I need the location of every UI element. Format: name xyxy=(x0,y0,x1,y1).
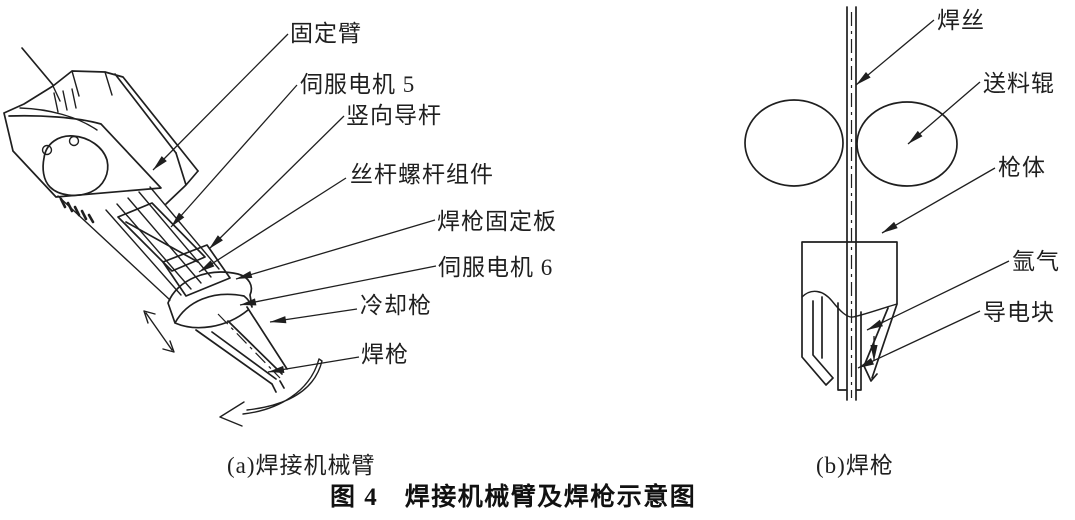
leader-gun-fixing-plate xyxy=(235,219,436,280)
leader-argon-gas xyxy=(866,260,1010,331)
rotation-arrow xyxy=(219,358,323,427)
label-conductive-block: 导电块 xyxy=(983,300,1055,325)
label-fixed-arm: 固定臂 xyxy=(290,21,362,46)
leader-servo-motor-5 xyxy=(170,84,298,228)
leader-servo-motor-6 xyxy=(239,265,437,306)
leader-cooling-gun xyxy=(269,308,358,324)
leader-screw-rod-assembly xyxy=(198,177,347,273)
linear-motion-arrow xyxy=(143,310,175,353)
leader-gun-body xyxy=(881,167,996,234)
label-welding-gun: 焊枪 xyxy=(361,342,409,367)
arm-front-cutout xyxy=(42,135,109,197)
arm-motor-block xyxy=(162,244,231,297)
leader-welding-wire xyxy=(855,19,935,86)
arm-cutout-ears xyxy=(41,135,80,156)
label-cooling-gun: 冷却枪 xyxy=(360,293,432,318)
welding-gun-drawing: 焊丝 送料辊 枪体 氩气 导电块 xyxy=(744,6,1060,401)
label-servo-motor-5: 伺服电机 5 xyxy=(300,72,415,97)
leader-vertical-guide-rod xyxy=(208,115,345,250)
leader-fixed-arm xyxy=(152,33,289,171)
leader-conductive-block xyxy=(857,310,981,369)
feed-roller-right xyxy=(856,101,958,187)
label-argon-gas: 氩气 xyxy=(1012,249,1060,274)
label-servo-motor-6: 伺服电机 6 xyxy=(438,255,553,280)
label-gun-fixing-plate: 焊枪固定板 xyxy=(437,209,557,234)
leader-welding-gun xyxy=(267,356,360,373)
label-feed-roller: 送料辊 xyxy=(983,71,1055,96)
arm-column-edges xyxy=(165,152,199,205)
panel-b-caption: (b)焊枪 xyxy=(816,453,894,478)
arm-hatch-marks xyxy=(59,197,95,224)
arm-housing-outline xyxy=(3,70,199,198)
arm-screw-slab xyxy=(117,202,206,272)
label-vertical-guide-rod: 竖向导杆 xyxy=(346,103,442,128)
arm-cooling-collar xyxy=(167,271,253,329)
figure-drawing: 固定臂 伺服电机 5 竖向导杆 丝杆螺杆组件 焊枪固定板 伺服电机 6 冷却枪 … xyxy=(3,6,1060,427)
arm-guide-rails xyxy=(57,186,220,301)
leader-feed-roller xyxy=(907,81,981,145)
panel-a-caption: (a)焊接机械臂 xyxy=(227,453,376,478)
arm-housing-facets xyxy=(19,70,113,131)
label-screw-rod-assembly: 丝杆螺杆组件 xyxy=(350,162,494,187)
feed-roller-left xyxy=(744,99,844,187)
gun-gas-boundary xyxy=(801,290,898,318)
arm-gun-cone xyxy=(195,306,288,393)
label-gun-body: 枪体 xyxy=(998,155,1046,180)
arm-mount-line xyxy=(21,47,54,86)
welding-arm-drawing: 固定臂 伺服电机 5 竖向导杆 丝杆螺杆组件 焊枪固定板 伺服电机 6 冷却枪 … xyxy=(3,21,557,427)
figure-title: 图 4 焊接机械臂及焊枪示意图 xyxy=(330,484,697,511)
label-welding-wire: 焊丝 xyxy=(937,8,985,33)
gun-body-outline xyxy=(801,241,898,391)
